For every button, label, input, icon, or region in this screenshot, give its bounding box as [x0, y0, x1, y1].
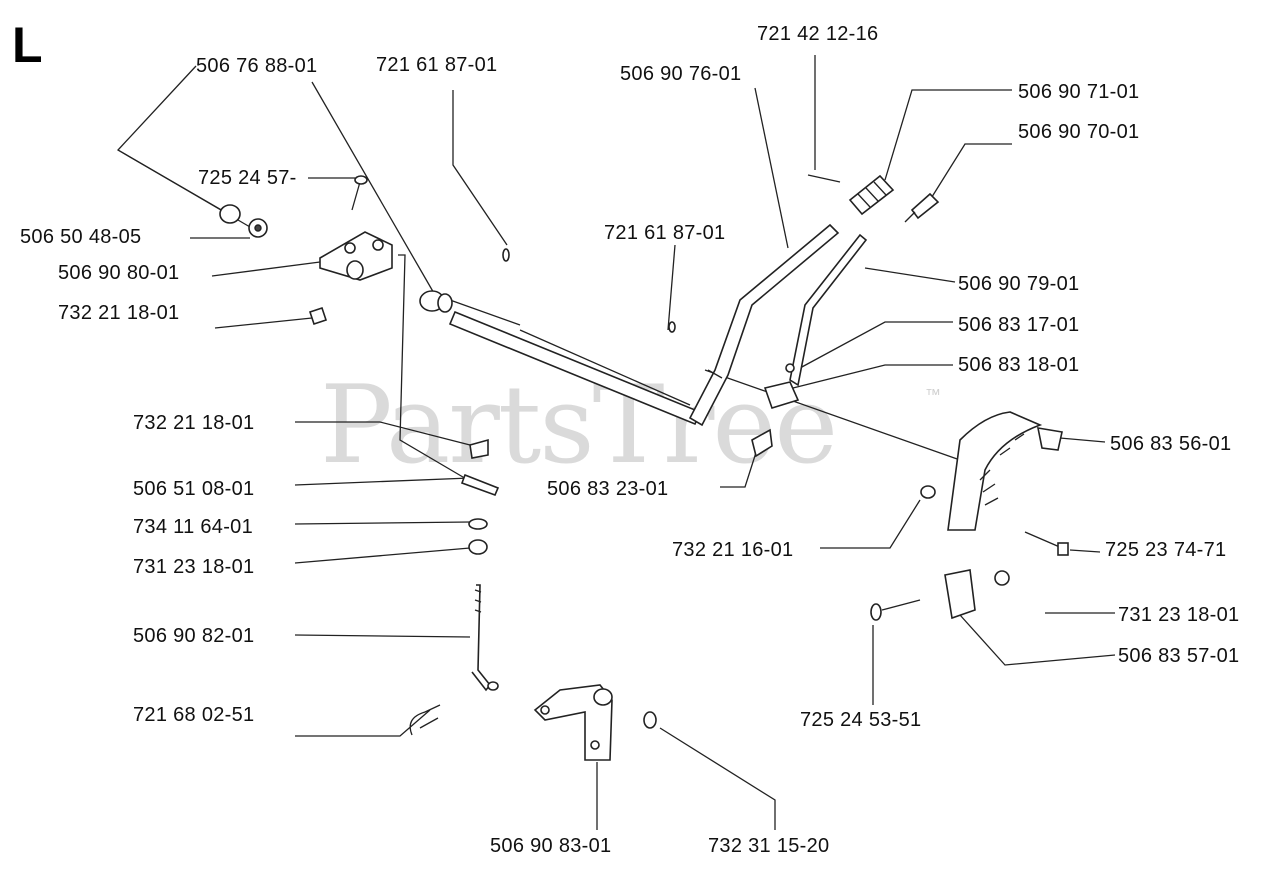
- part-label: 732 21 18-01: [133, 412, 255, 434]
- part-label: 725 24 53-51: [800, 709, 922, 731]
- quadrant-plate: [751, 363, 1069, 621]
- part-label: 506 90 80-01: [58, 262, 180, 284]
- trademark-symbol: ™: [925, 387, 941, 404]
- part-label: 506 76 88-01: [196, 55, 318, 77]
- part-label: 725 23 74-71: [1105, 539, 1227, 561]
- part-label: 506 83 17-01: [958, 314, 1080, 336]
- part-label: 506 83 18-01: [958, 354, 1080, 376]
- part-label: 506 83 56-01: [1110, 433, 1232, 455]
- part-label: 721 61 87-01: [376, 54, 498, 76]
- leader-lines: [116, 55, 1116, 830]
- left-bracket: [219, 175, 393, 326]
- part-label: 734 11 64-01: [133, 516, 253, 538]
- part-label: 506 90 71-01: [1018, 81, 1140, 103]
- part-label: 506 90 79-01: [958, 273, 1080, 295]
- part-label: 731 23 18-01: [133, 556, 255, 578]
- part-label: 506 90 70-01: [1018, 121, 1140, 143]
- section-letter: L: [12, 17, 43, 73]
- lower-linkage: [409, 438, 657, 761]
- part-label: 732 31 15-20: [708, 835, 830, 857]
- shift-grip: [807, 174, 940, 223]
- part-label: 725 24 57-: [198, 167, 297, 189]
- part-label: 506 51 08-01: [133, 478, 255, 500]
- part-label: 721 68 02-51: [133, 704, 255, 726]
- watermark: PartsTree: [320, 363, 838, 488]
- part-label: 506 83 57-01: [1118, 645, 1240, 667]
- part-label: 506 50 48-05: [20, 226, 142, 248]
- part-label: 721 61 87-01: [604, 222, 726, 244]
- part-label: 721 42 12-16: [757, 23, 879, 45]
- part-label: 506 90 76-01: [620, 63, 742, 85]
- shift-rod-assembly: [419, 223, 868, 427]
- part-label: 506 90 83-01: [490, 835, 612, 857]
- part-label: 731 23 18-01: [1118, 604, 1240, 626]
- part-label: 732 21 18-01: [58, 302, 180, 324]
- part-label: 506 90 82-01: [133, 625, 255, 647]
- part-label: 732 21 16-01: [672, 539, 794, 561]
- part-label: 506 83 23-01: [547, 478, 669, 500]
